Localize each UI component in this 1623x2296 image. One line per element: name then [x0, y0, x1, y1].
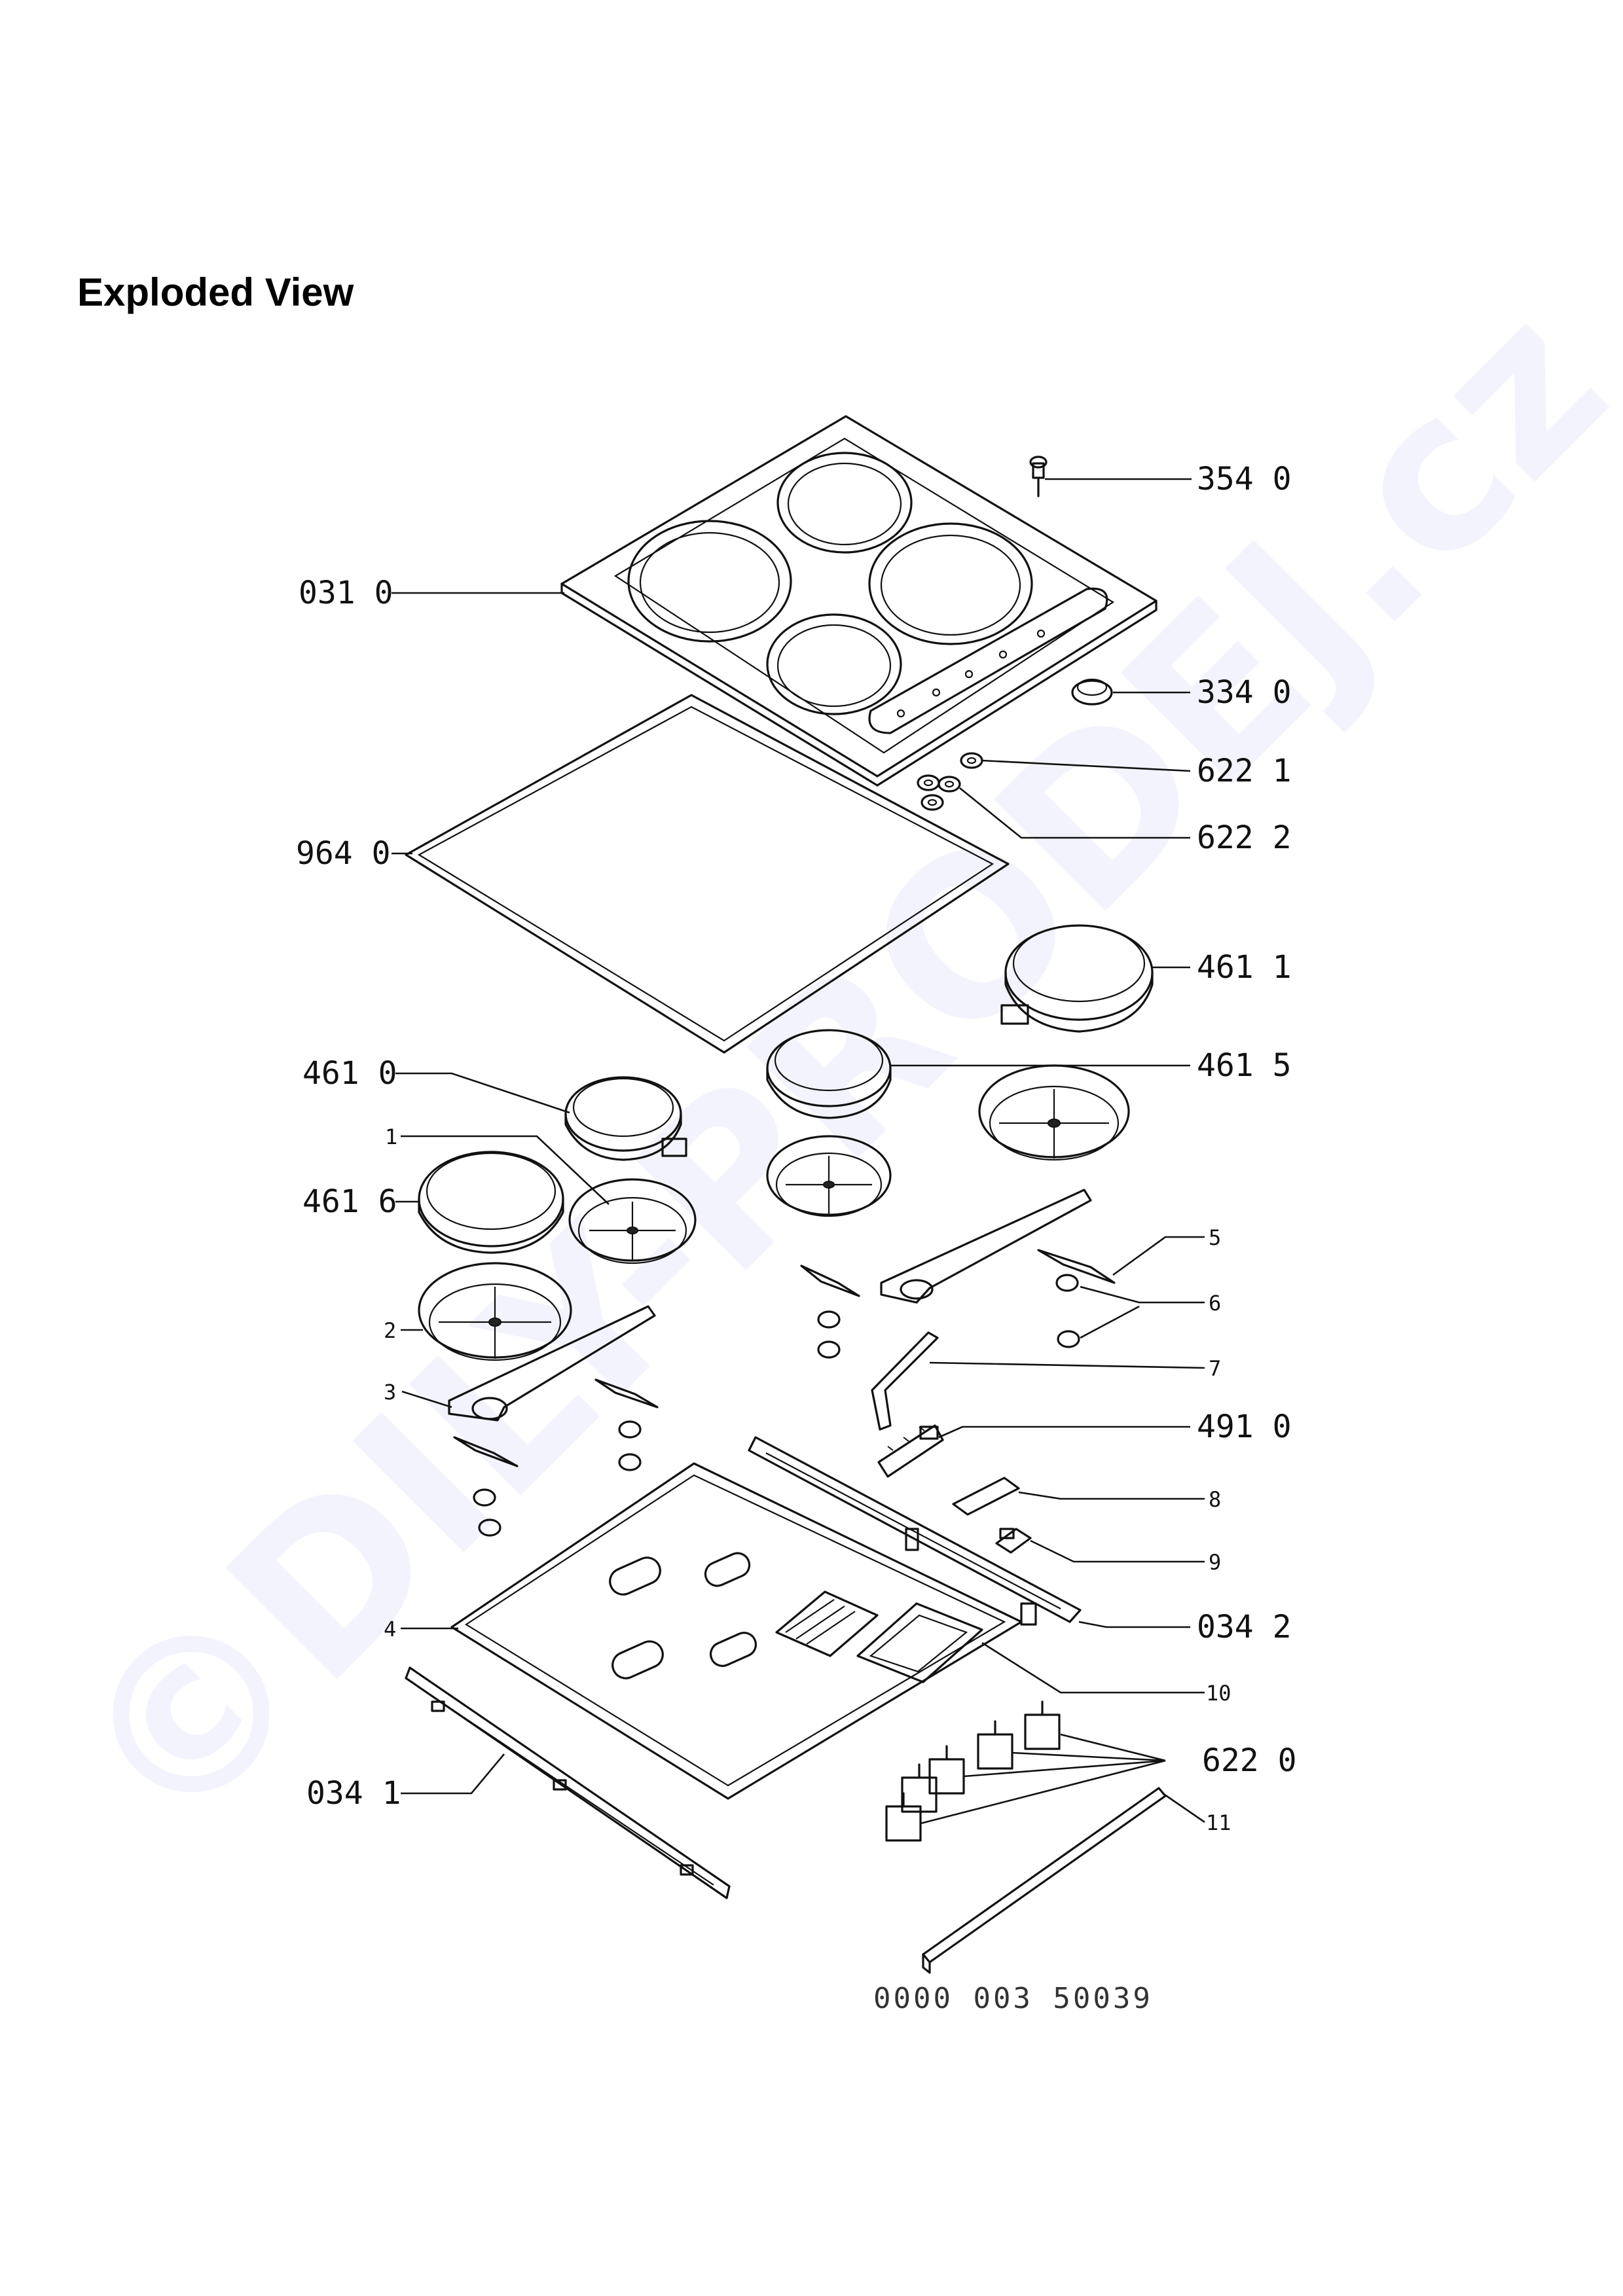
label-4: 4 — [384, 1617, 396, 1641]
label-034-1: 034 1 — [306, 1775, 401, 1812]
terminal-block — [877, 1424, 944, 1478]
bracket-3 — [448, 1305, 656, 1422]
hob-top-plate — [560, 415, 1158, 787]
bracket-5 — [880, 1189, 1092, 1304]
label-031-0: 031 0 — [299, 575, 393, 611]
watermark: ©DILY-PRODEJ.cz — [29, 258, 1623, 1882]
label-334-0: 334 0 — [1197, 674, 1292, 711]
gasket-seal — [405, 694, 1010, 1054]
washers — [917, 752, 983, 811]
hotplate-461-0 — [564, 1076, 687, 1161]
bracket-9 — [995, 1528, 1032, 1554]
label-354-0: 354 0 — [1197, 461, 1292, 497]
callout-labels: 354 0 031 0 334 0 622 1 622 2 964 0 461 … — [296, 461, 1297, 2015]
hotplate-opening-left — [627, 520, 792, 643]
label-622-2: 622 2 — [1197, 819, 1292, 856]
page-title: Exploded View — [77, 270, 354, 314]
label-10: 10 — [1206, 1681, 1231, 1706]
hotplate-opening-back — [776, 452, 913, 554]
label-034-2: 034 2 — [1197, 1609, 1292, 1645]
hotplate-461-5 — [766, 1029, 892, 1119]
label-964-0: 964 0 — [296, 835, 391, 872]
label-1: 1 — [385, 1124, 397, 1149]
label-2: 2 — [384, 1318, 396, 1343]
ring-support-center — [766, 1135, 892, 1217]
nuts — [473, 1274, 1080, 1537]
base-tray — [450, 1462, 1023, 1800]
label-8: 8 — [1209, 1487, 1221, 1512]
hotplate-opening-right — [868, 522, 1033, 645]
label-11: 11 — [1206, 1810, 1231, 1835]
hotplate-461-1 — [1000, 924, 1154, 1033]
knob-part — [1071, 678, 1113, 706]
label-461-5: 461 5 — [1197, 1047, 1292, 1084]
clip-plates — [453, 1249, 1116, 1467]
cover-plate-8 — [952, 1477, 1020, 1516]
label-3: 3 — [384, 1380, 396, 1405]
label-7: 7 — [1209, 1356, 1221, 1381]
label-622-0: 622 0 — [1202, 1742, 1297, 1779]
ring-support-1 — [568, 1178, 697, 1265]
label-461-1: 461 1 — [1197, 949, 1292, 986]
front-bar-11 — [922, 1787, 1167, 1974]
ring-support-right — [978, 1064, 1130, 1161]
leader-lines — [392, 478, 1205, 1825]
label-461-6: 461 6 — [302, 1183, 397, 1220]
label-491-0: 491 0 — [1197, 1408, 1292, 1445]
front-rail-034-2 — [748, 1436, 1082, 1626]
hotplate-opening-front — [766, 613, 902, 715]
rear-rail-034-1 — [405, 1666, 731, 1899]
ring-support-2 — [418, 1262, 572, 1361]
label-461-0: 461 0 — [302, 1055, 397, 1092]
label-5: 5 — [1209, 1225, 1221, 1250]
label-6: 6 — [1209, 1291, 1221, 1316]
hotplate-461-6 — [418, 1151, 564, 1254]
label-622-1: 622 1 — [1197, 753, 1292, 789]
label-9: 9 — [1209, 1550, 1221, 1575]
energy-regulators — [885, 1700, 1061, 1842]
screw-part — [1029, 456, 1048, 497]
drawing-code: 0000 003 50039 — [873, 1982, 1153, 2015]
bracket-7 — [871, 1331, 939, 1431]
